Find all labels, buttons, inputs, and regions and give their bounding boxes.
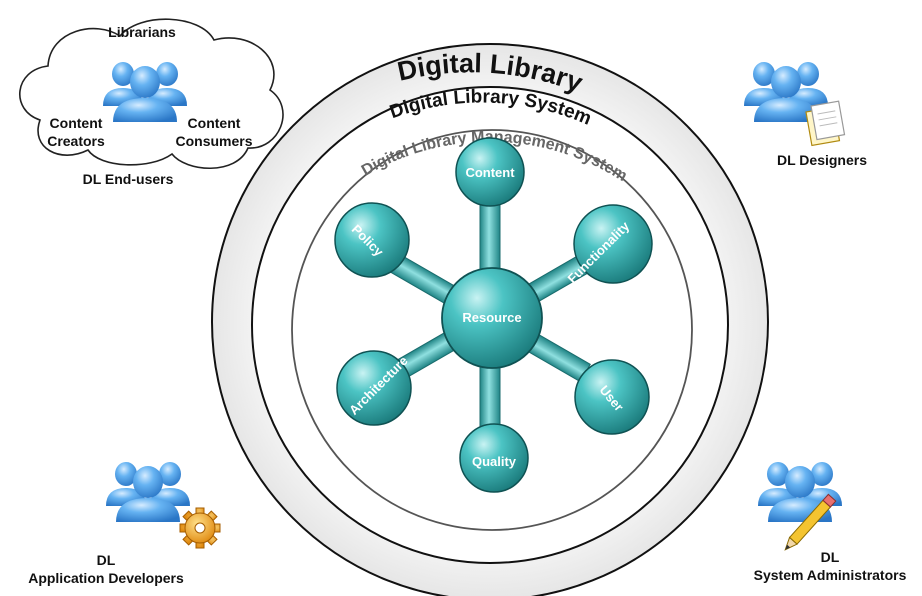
people-icon xyxy=(758,462,842,522)
hub-resource: Resource xyxy=(441,267,543,369)
spoke-quality-label: Quality xyxy=(472,454,517,469)
sys-admins-label-2: System Administrators xyxy=(754,567,907,583)
app-developers-label-2: Application Developers xyxy=(28,570,184,586)
content-consumers-label-1: Content xyxy=(188,115,241,131)
gear-icon xyxy=(179,507,221,549)
content-consumers-label-2: Consumers xyxy=(175,133,252,149)
content-creators-label-1: Content xyxy=(50,115,103,131)
end-users-label: DL End-users xyxy=(83,171,174,187)
people-icon xyxy=(103,62,187,122)
spoke-quality: Quality xyxy=(459,423,529,493)
librarians-label: Librarians xyxy=(108,24,176,40)
designers-label: DL Designers xyxy=(777,152,867,168)
sys-admins-label-1: DL xyxy=(821,549,840,565)
pencil-icon xyxy=(784,493,837,551)
spoke-content-label: Content xyxy=(465,165,515,180)
spoke-architecture: Architecture xyxy=(336,350,412,426)
spoke-content: Content xyxy=(455,137,525,207)
documents-icon xyxy=(805,100,846,147)
spoke-user: User xyxy=(574,359,650,435)
content-creators-label-2: Creators xyxy=(47,133,105,149)
hub-resource-label: Resource xyxy=(462,310,521,325)
spoke-policy: Policy xyxy=(334,202,410,278)
app-developers-label-1: DL xyxy=(97,552,116,568)
people-icon xyxy=(106,462,190,522)
spoke-functionality: Functionality xyxy=(564,204,653,286)
